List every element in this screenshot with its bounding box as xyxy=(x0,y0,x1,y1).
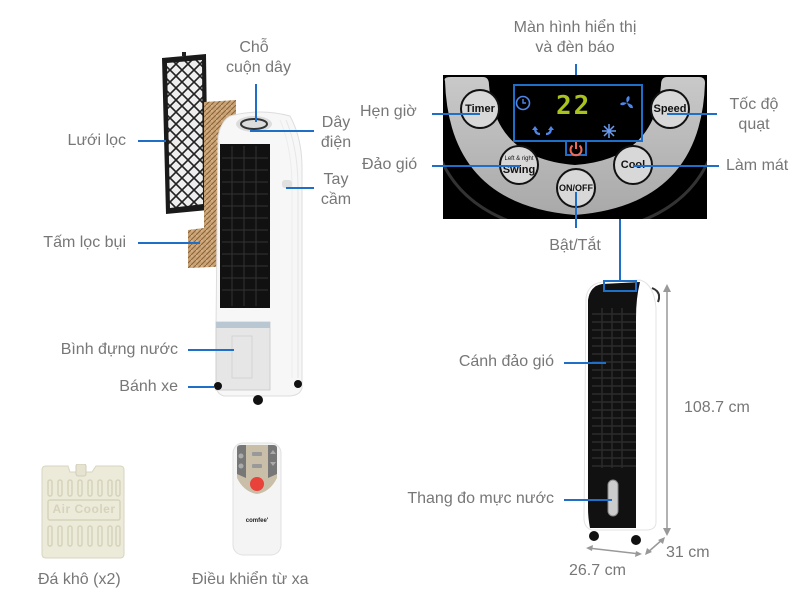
water-tank-leader xyxy=(188,349,234,351)
cord-storage-label-line2: cuộn dây xyxy=(226,59,291,76)
width-dimension-label: 26.7 cm xyxy=(569,562,626,579)
swing-leader xyxy=(432,165,520,167)
dust-filter-pad-label: Tấm lọc bụi xyxy=(43,234,126,251)
remote-brand-logo: comfee' xyxy=(245,518,269,524)
width-dimension-arrow xyxy=(586,545,642,557)
power-leader xyxy=(575,192,577,228)
depth-dimension-label: 31 cm xyxy=(666,544,710,561)
louvers-leader xyxy=(564,362,606,364)
handle-leader xyxy=(286,187,314,189)
swing-label: Đảo gió xyxy=(362,156,418,173)
cool-label: Làm mát xyxy=(726,157,789,174)
ice-pack-embossed-text: Air Cooler xyxy=(52,502,116,516)
display-label: Màn hình hiển thị và đèn báo xyxy=(480,18,670,58)
ice-pack-label: Đá khô (x2) xyxy=(38,571,121,588)
water-gauge-label: Thang đo mực nước xyxy=(407,490,554,507)
height-dimension-arrow xyxy=(663,284,671,536)
wheels-leader xyxy=(188,386,214,388)
speed-label-line1: Tốc độ xyxy=(729,96,779,113)
swing-arrows-icon xyxy=(532,126,554,136)
clock-icon xyxy=(515,95,531,111)
display-label-line2: và đèn báo xyxy=(535,39,615,56)
handle-label-line2: cầm xyxy=(320,191,352,208)
cooler-front-image xyxy=(583,279,660,545)
speed-button[interactable]: Speed xyxy=(650,89,690,129)
speed-label: Tốc độ quạt xyxy=(722,95,786,135)
timer-leader xyxy=(432,113,480,115)
display-label-line1: Màn hình hiển thị xyxy=(513,19,637,36)
water-gauge-leader xyxy=(564,499,612,501)
filter-mesh-leader xyxy=(138,140,166,142)
power-label: Bật/Tắt xyxy=(549,237,601,254)
filter-mesh-image xyxy=(162,52,208,214)
power-cord-label: Dây điện xyxy=(314,113,358,153)
remote-control-image xyxy=(232,442,282,556)
louvers-label: Cánh đảo gió xyxy=(458,353,554,370)
speed-label-line2: quạt xyxy=(738,116,770,133)
handle-label: Tay cầm xyxy=(316,170,356,210)
power-cord-label-line2: điện xyxy=(320,134,352,151)
height-dimension-label: 108.7 cm xyxy=(684,399,750,416)
panel-to-unit-leader xyxy=(619,219,621,283)
ice-pack-image xyxy=(41,464,125,559)
swing-button-sublabel: Left & right xyxy=(504,156,534,162)
remote-control-label: Điều khiển từ xa xyxy=(192,571,309,588)
cord-storage-label-line1: Chỗ xyxy=(239,39,269,56)
power-icon xyxy=(569,142,583,157)
cool-leader xyxy=(633,165,719,167)
wheels-label: Bánh xe xyxy=(119,378,178,395)
power-cord-leader xyxy=(250,130,314,132)
handle-label-line1: Tay xyxy=(323,171,349,188)
seven-segment-display: 22 xyxy=(556,91,592,121)
dust-filter-pad-leader xyxy=(138,242,200,244)
snowflake-icon xyxy=(602,124,616,138)
water-tank-label: Bình đựng nước xyxy=(60,341,178,358)
swing-button-label: Swing xyxy=(502,164,536,176)
display-highlight-box xyxy=(513,84,643,142)
timer-label: Hẹn giờ xyxy=(360,103,417,120)
cord-storage-leader xyxy=(255,84,257,122)
cord-storage-label: Chỗ cuộn dây xyxy=(226,38,291,78)
cooler-body-rear-image xyxy=(214,111,303,405)
timer-button[interactable]: Timer xyxy=(460,89,500,129)
speed-leader xyxy=(667,113,717,115)
depth-dimension-arrow xyxy=(645,537,665,555)
filter-mesh-label: Lưới lọc xyxy=(67,132,126,149)
control-panel-highlight-box xyxy=(603,280,637,292)
fan-icon xyxy=(620,96,633,109)
power-cord-label-line1: Dây xyxy=(321,114,351,131)
